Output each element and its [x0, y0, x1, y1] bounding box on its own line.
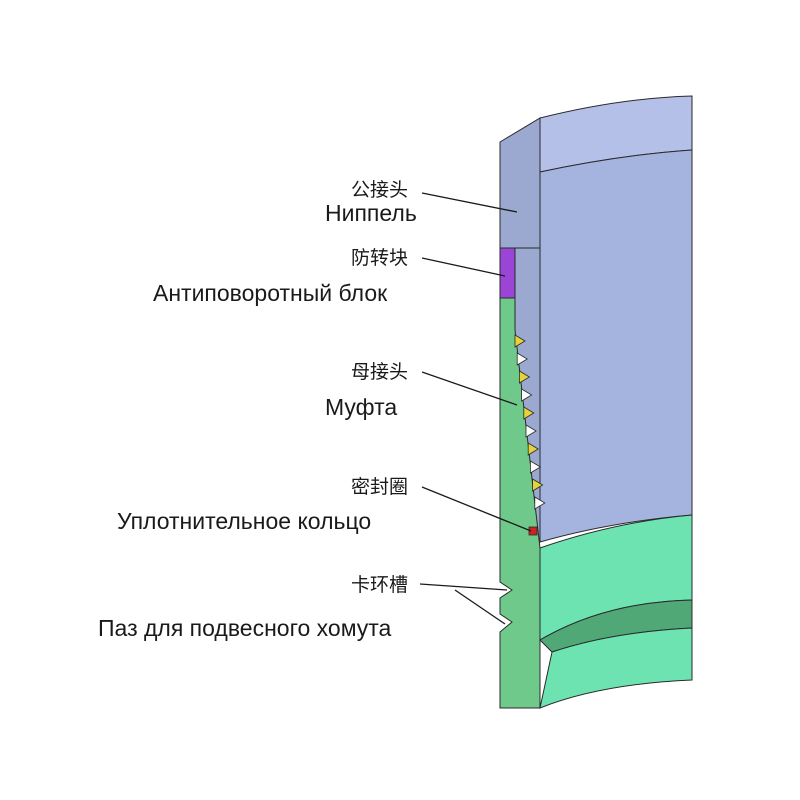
- leader-line-hanger-groove-2: [454, 589, 506, 625]
- nipple-inner-wall: [539, 149, 693, 543]
- seal-ring-label-zh: 密封圈: [351, 476, 409, 498]
- thread-zone: [514, 334, 546, 510]
- coupling-label-ru: Муфта: [325, 394, 398, 420]
- leader-line-coupling: [421, 371, 518, 406]
- nipple-label-zh: 公接头: [351, 179, 409, 201]
- anti-rotation-block-label-ru: Антиповоротный блок: [153, 280, 388, 306]
- hanger-groove-label-zh: 卡环槽: [351, 574, 409, 596]
- thread-tooth: [532, 478, 544, 492]
- thread-tooth: [521, 388, 533, 402]
- coupling-lower-wall: [539, 627, 693, 709]
- leader-line-anti-rotation-block: [421, 257, 506, 277]
- nipple-label-ru: Ниппель: [325, 200, 417, 226]
- leader-line-hanger-groove-1: [419, 583, 508, 591]
- thread-tooth: [530, 460, 542, 474]
- seal-ring-label-ru: Уплотнительное кольцо: [117, 508, 372, 534]
- coupling-label-zh: 母接头: [351, 361, 409, 383]
- nipple-outer-face: [499, 117, 541, 249]
- coupling-outer-face: [499, 297, 541, 709]
- leader-line-seal-ring: [421, 486, 532, 532]
- thread-tooth: [525, 424, 537, 438]
- thread-tooth: [534, 496, 546, 510]
- seal-ring: [528, 526, 538, 536]
- anti-rotation-block: [499, 247, 516, 299]
- thread-tooth: [523, 406, 535, 420]
- thread-tooth: [519, 370, 531, 384]
- hanger-groove-label-ru: Паз для подвесного хомута: [98, 615, 392, 641]
- leader-line-nipple: [421, 192, 518, 213]
- thread-tooth: [527, 442, 539, 456]
- thread-tooth: [514, 334, 526, 348]
- anti-rotation-block-label-zh: 防转块: [351, 247, 409, 269]
- thread-tooth: [516, 352, 528, 366]
